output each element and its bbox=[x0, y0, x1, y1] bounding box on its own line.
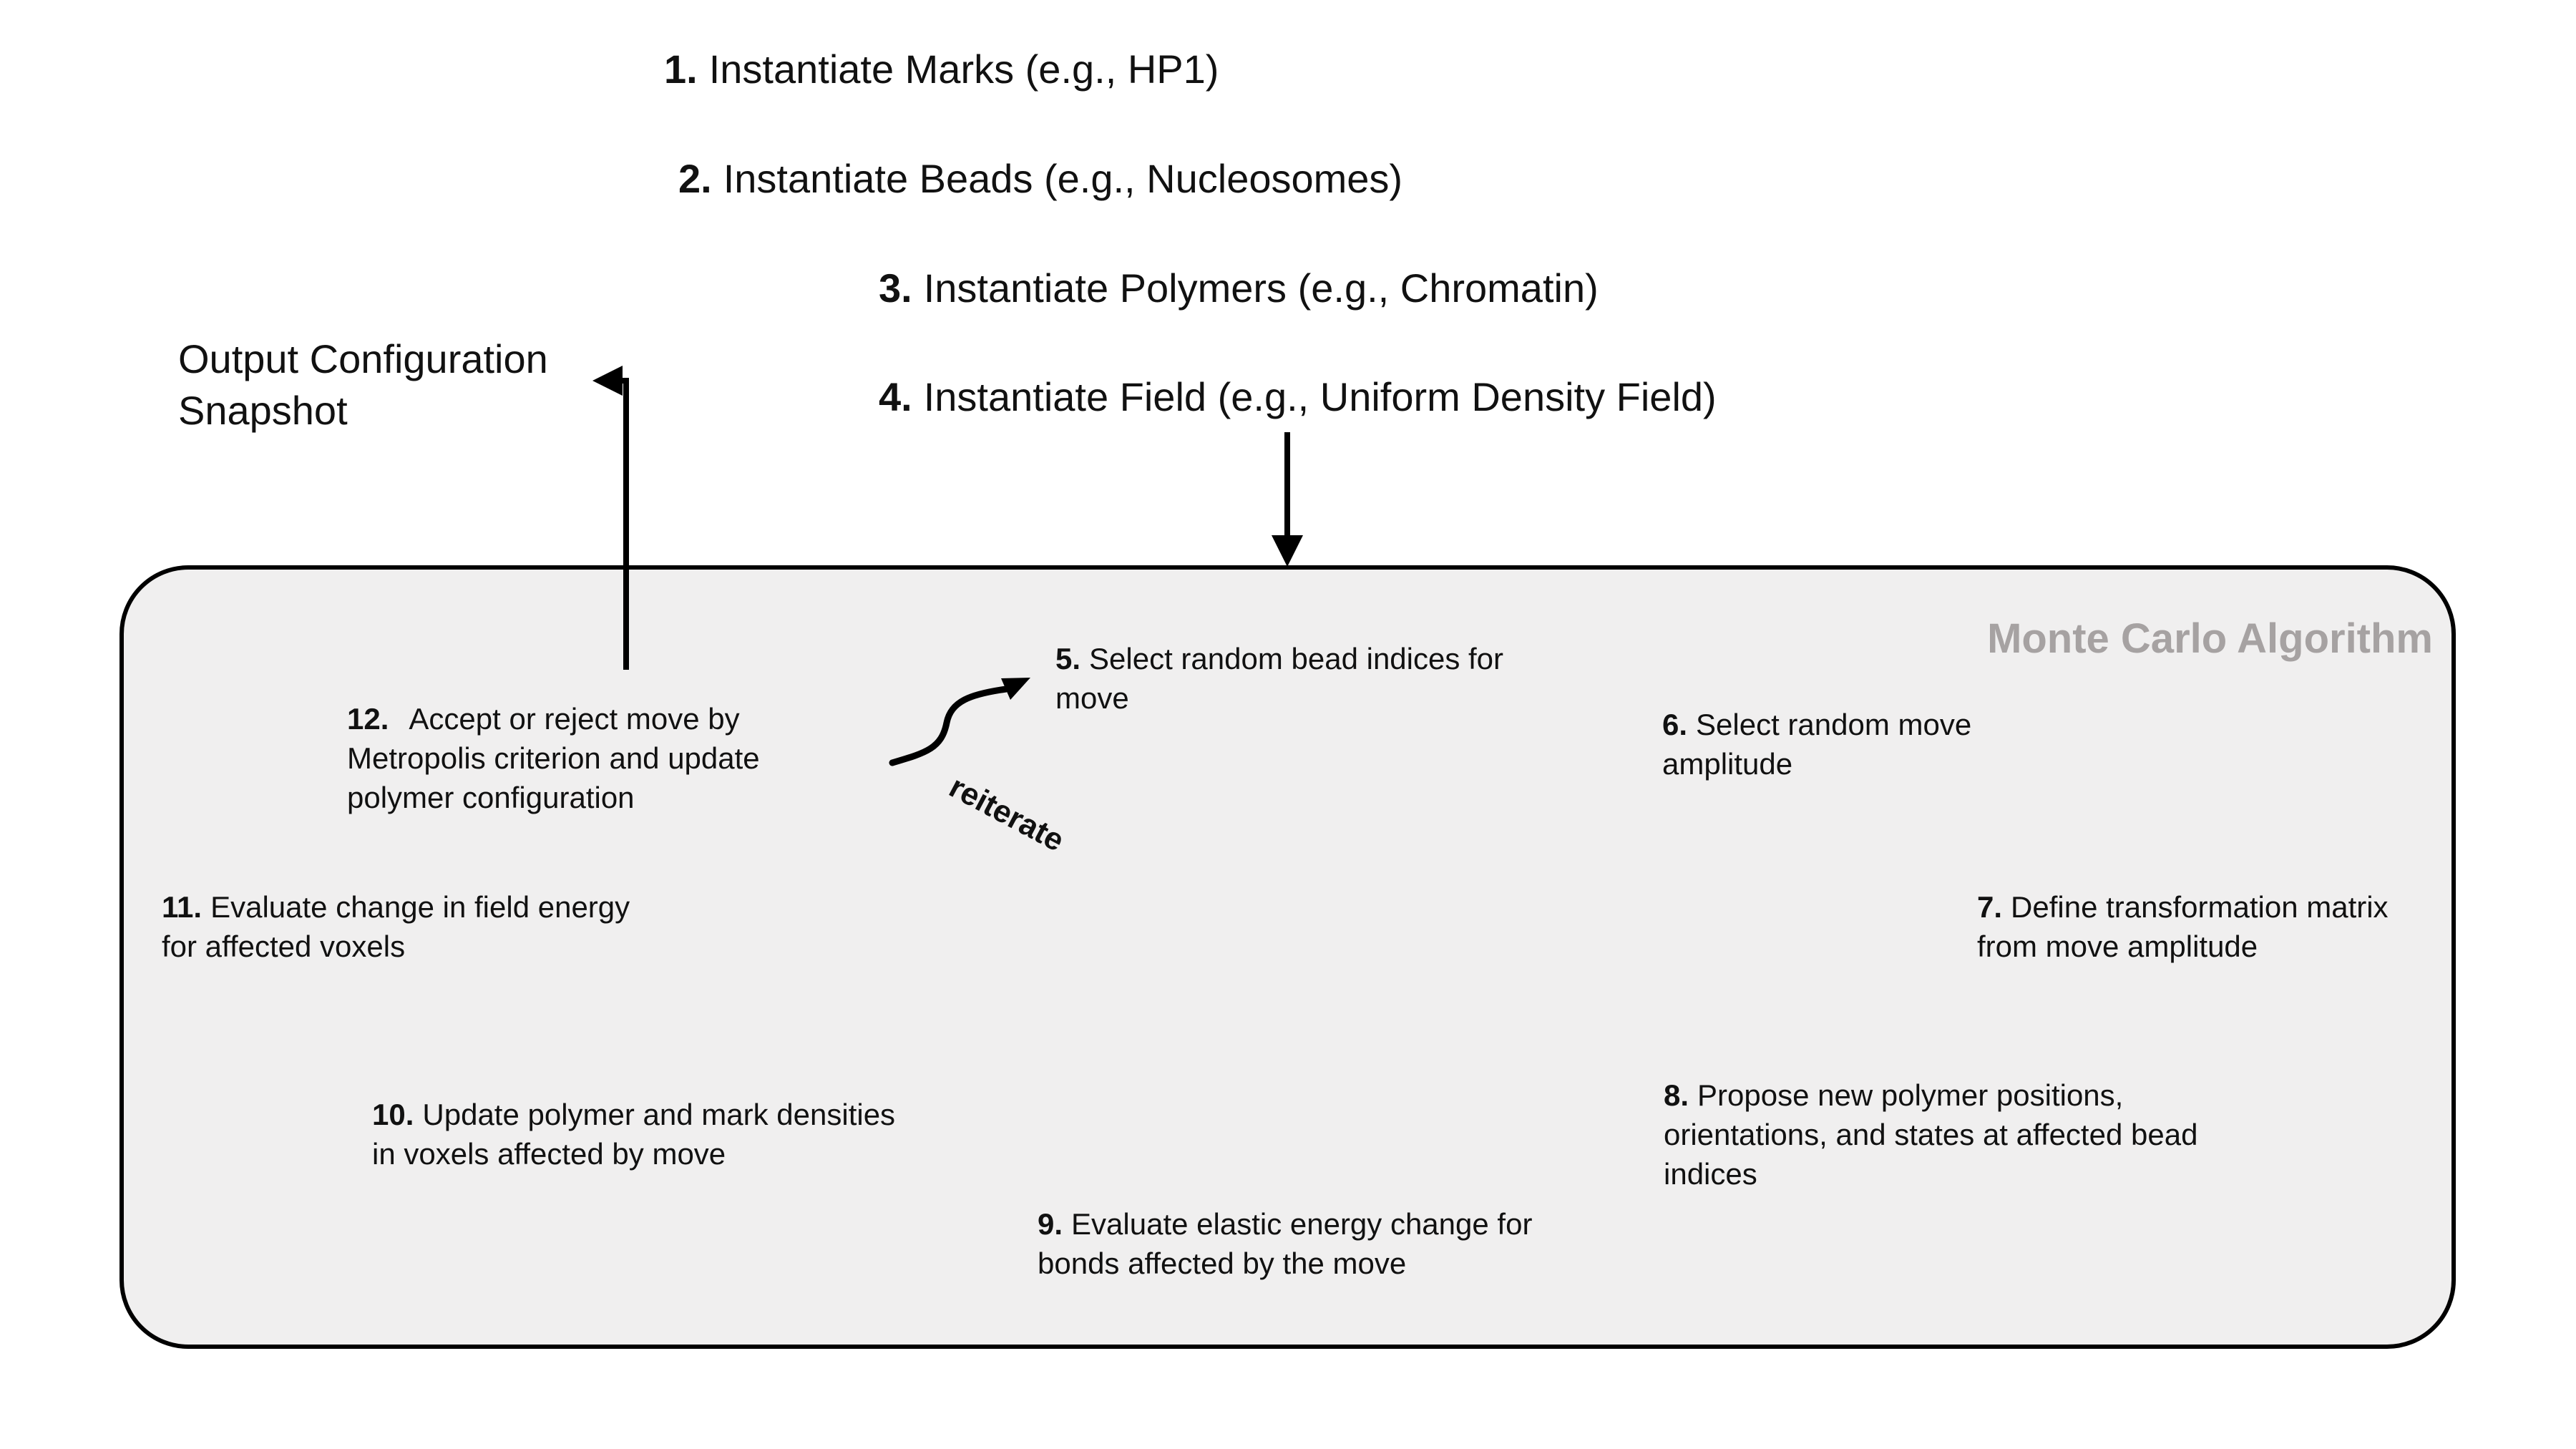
step-text: Select random move bbox=[1696, 708, 1972, 741]
mc-step-6: 6.Select random move amplitude bbox=[1662, 705, 1971, 784]
step-number: 4. bbox=[879, 374, 912, 419]
step-number: 5. bbox=[1055, 642, 1081, 675]
field-to-box-arrow bbox=[1272, 432, 1303, 567]
step-line: bonds affected by the move bbox=[1038, 1246, 1407, 1280]
step-number: 10. bbox=[372, 1098, 414, 1131]
step-line: 10.Update polymer and mark densities bbox=[372, 1095, 895, 1134]
setup-step-1: 1.Instantiate Marks (e.g., HP1) bbox=[664, 42, 1219, 97]
step-number: 8. bbox=[1664, 1078, 1689, 1112]
step-text: Instantiate Beads (e.g., Nucleosomes) bbox=[723, 156, 1403, 201]
step-line: in voxels affected by move bbox=[372, 1137, 726, 1171]
output-label-line2: Snapshot bbox=[178, 388, 348, 433]
step-number: 1. bbox=[664, 47, 698, 92]
step-text: Evaluate elastic energy change for bbox=[1071, 1207, 1533, 1241]
mc-step-10: 10.Update polymer and mark densities in … bbox=[372, 1095, 895, 1174]
mc-step-7: 7.Define transformation matrix from move… bbox=[1977, 887, 2389, 966]
step-line: orientations, and states at affected bea… bbox=[1664, 1118, 2198, 1151]
step-number: 3. bbox=[879, 265, 912, 311]
step-number: 2. bbox=[678, 156, 712, 201]
step-text: Define transformation matrix bbox=[2011, 890, 2389, 924]
output-configuration-label: Output Configuration Snapshot bbox=[178, 333, 548, 436]
step-line: 11.Evaluate change in field energy bbox=[162, 887, 630, 927]
step-line: Metropolis criterion and update bbox=[347, 741, 760, 775]
step-line: from move amplitude bbox=[1977, 930, 2258, 963]
step-text: Select random bead indices for bbox=[1089, 642, 1504, 675]
setup-step-3: 3.Instantiate Polymers (e.g., Chromatin) bbox=[879, 261, 1599, 316]
mc-step-5: 5.Select random bead indices for move bbox=[1055, 639, 1503, 718]
mc-step-12: 12. Accept or reject move by Metropolis c… bbox=[347, 699, 760, 817]
mc-step-8: 8.Propose new polymer positions, orienta… bbox=[1664, 1075, 2197, 1194]
setup-step-2: 2.Instantiate Beads (e.g., Nucleosomes) bbox=[678, 152, 1402, 206]
step-text: Evaluate change in field energy bbox=[210, 890, 630, 924]
step-text: Instantiate Polymers (e.g., Chromatin) bbox=[923, 265, 1599, 311]
step-line: 7.Define transformation matrix bbox=[1977, 887, 2389, 927]
step-line: 5.Select random bead indices for bbox=[1055, 639, 1503, 678]
mc-step-9: 9.Evaluate elastic energy change for bon… bbox=[1038, 1204, 1532, 1283]
step-line: amplitude bbox=[1662, 747, 1793, 781]
step-line: 12. Accept or reject move by bbox=[347, 699, 760, 738]
step-line: 8.Propose new polymer positions, bbox=[1664, 1075, 2197, 1115]
step-number: 6. bbox=[1662, 708, 1688, 741]
step-line: for affected voxels bbox=[162, 930, 406, 963]
monte-carlo-box bbox=[119, 565, 2456, 1349]
step-number: 12. bbox=[347, 702, 389, 736]
setup-step-4: 4.Instantiate Field (e.g., Uniform Densi… bbox=[879, 370, 1717, 424]
step-text: Accept or reject move by bbox=[409, 702, 740, 736]
step-line: 9.Evaluate elastic energy change for bbox=[1038, 1204, 1532, 1244]
step-number: 9. bbox=[1038, 1207, 1063, 1241]
step-number: 11. bbox=[162, 890, 203, 924]
step-line: move bbox=[1055, 681, 1129, 715]
step-text: Update polymer and mark densities bbox=[422, 1098, 896, 1131]
mc-step-11: 11.Evaluate change in field energy for a… bbox=[162, 887, 630, 966]
step-line: 6.Select random move bbox=[1662, 705, 1971, 744]
step-number: 7. bbox=[1977, 890, 2003, 924]
monte-carlo-title: Monte Carlo Algorithm bbox=[1987, 615, 2433, 662]
step-text: Instantiate Marks (e.g., HP1) bbox=[708, 47, 1219, 92]
step-text: Propose new polymer positions, bbox=[1697, 1078, 2124, 1112]
step-line: indices bbox=[1664, 1157, 1757, 1191]
step-line: polymer configuration bbox=[347, 781, 635, 814]
output-label-line1: Output Configuration bbox=[178, 336, 548, 381]
step-text: Instantiate Field (e.g., Uniform Density… bbox=[923, 374, 1717, 419]
